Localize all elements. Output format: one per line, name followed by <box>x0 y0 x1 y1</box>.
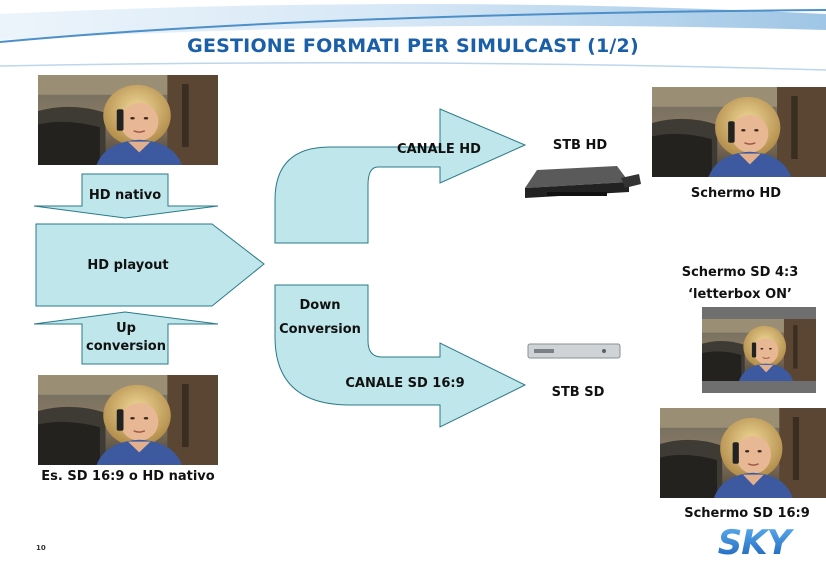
stb-hd-label: STB HD <box>552 138 608 153</box>
stb-hd-device <box>525 166 641 198</box>
up-conversion-line1: Up <box>116 321 136 336</box>
hd-nativo-label: HD nativo <box>88 188 162 203</box>
screen-sd169-image <box>660 408 826 498</box>
down-conversion-line1: Down <box>299 298 341 313</box>
source-image <box>38 375 218 465</box>
down-conversion-label: Down Conversion <box>272 294 368 342</box>
down-conversion-line2: Conversion <box>279 322 361 337</box>
screen-hd-image <box>652 87 826 177</box>
conversion-arrows <box>274 108 527 428</box>
screen-hd-label: Schermo HD <box>690 186 782 201</box>
up-conversion-line2: conversion <box>86 339 166 354</box>
page-number: 10 <box>36 544 46 552</box>
up-conversion-label: Up conversion <box>80 320 172 356</box>
canale-hd-arrow <box>274 108 527 244</box>
hd-playout-label: HD playout <box>87 258 169 273</box>
svg-text:SKY: SKY <box>718 523 795 562</box>
slide-title: GESTIONE FORMATI PER SIMULCAST (1/2) <box>187 35 639 57</box>
canale-sd-arrow <box>274 284 527 428</box>
hd-source-image <box>38 75 218 165</box>
screen-sd169-label: Schermo SD 16:9 <box>684 506 810 521</box>
source-caption: Es. SD 16:9 o HD nativo <box>41 469 215 484</box>
stb-sd-label: STB SD <box>551 385 605 400</box>
header-swoosh <box>0 4 826 71</box>
stb-sd-device <box>527 343 621 359</box>
screen-sd43-line2: ‘letterbox ON’ <box>688 287 792 302</box>
sky-logo: SKY <box>718 523 796 562</box>
hd-playout-arrow <box>35 223 265 307</box>
canale-sd-label: CANALE SD 16:9 <box>345 376 465 391</box>
screen-sd43-line1: Schermo SD 4:3 <box>681 265 799 280</box>
up-conversion-arrow <box>33 311 219 365</box>
hd-nativo-arrow <box>33 173 219 219</box>
screen-sd43-image <box>702 307 816 393</box>
screen-sd43-label: Schermo SD 4:3 ‘letterbox ON’ <box>660 262 820 306</box>
canale-hd-label: CANALE HD <box>397 142 481 157</box>
